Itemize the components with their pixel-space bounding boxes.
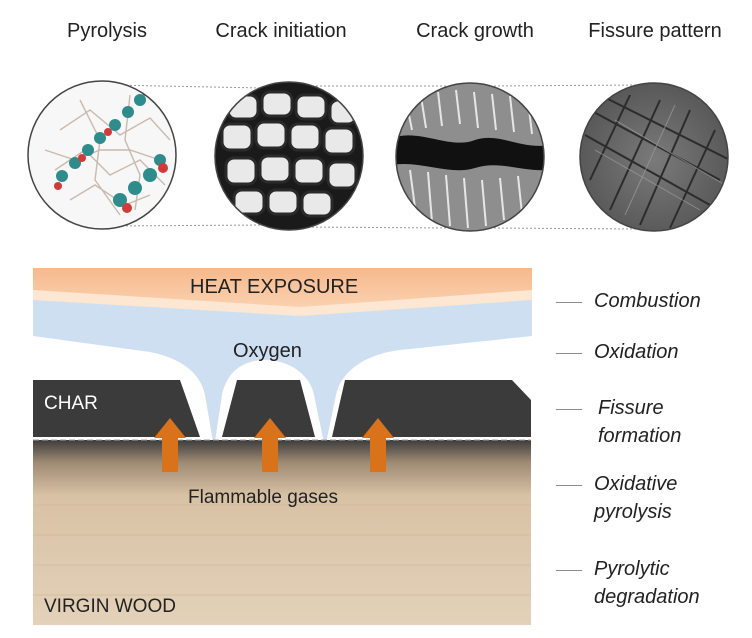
gas-arrows <box>154 418 394 472</box>
char-layer <box>33 380 531 437</box>
process-oxidation: Oxidation <box>594 341 679 363</box>
pyrolytic-dash <box>556 570 582 571</box>
char-label: CHAR <box>44 393 98 414</box>
process-pyrolytic-degradation: Pyrolytic degradation <box>594 558 700 608</box>
stage-label-fissure-pattern: Fissure pattern <box>588 20 722 42</box>
process-fissure-formation: Fissure formation <box>598 397 682 447</box>
oxygen-flow <box>33 300 532 448</box>
pyrolysis-circle <box>27 80 177 230</box>
oxidation-dash <box>556 353 582 354</box>
stage-label-crack-initiation: Crack initiation <box>215 20 347 42</box>
oxidative-dash <box>556 485 582 486</box>
crack-initiation-image <box>215 82 363 230</box>
heat-exposure-label: HEAT EXPOSURE <box>190 276 359 298</box>
crack-initiation-circle <box>214 81 364 231</box>
fissure-pattern-circle <box>579 82 729 232</box>
connector-lines <box>109 84 641 230</box>
fissure-dash <box>556 409 582 410</box>
combustion-dash <box>556 302 582 303</box>
process-combustion: Combustion <box>594 290 701 312</box>
fissure-pattern-image <box>580 83 728 231</box>
stage-label-pyrolysis: Pyrolysis <box>66 20 147 42</box>
crack-growth-circle <box>395 82 545 232</box>
stage-label-crack-growth: Crack growth <box>416 20 534 42</box>
wood-grain <box>33 504 531 596</box>
oxygen-label: Oxygen <box>233 340 302 362</box>
virgin-wood-label: VIRGIN WOOD <box>44 596 176 617</box>
crack-growth-image <box>396 83 544 231</box>
heat-band-light <box>33 290 532 316</box>
process-oxidative-pyrolysis: Oxidative pyrolysis <box>594 473 678 523</box>
pyrolysis-image <box>28 81 176 229</box>
flammable-gases-label: Flammable gases <box>188 487 338 508</box>
virgin-wood-block <box>33 440 531 625</box>
